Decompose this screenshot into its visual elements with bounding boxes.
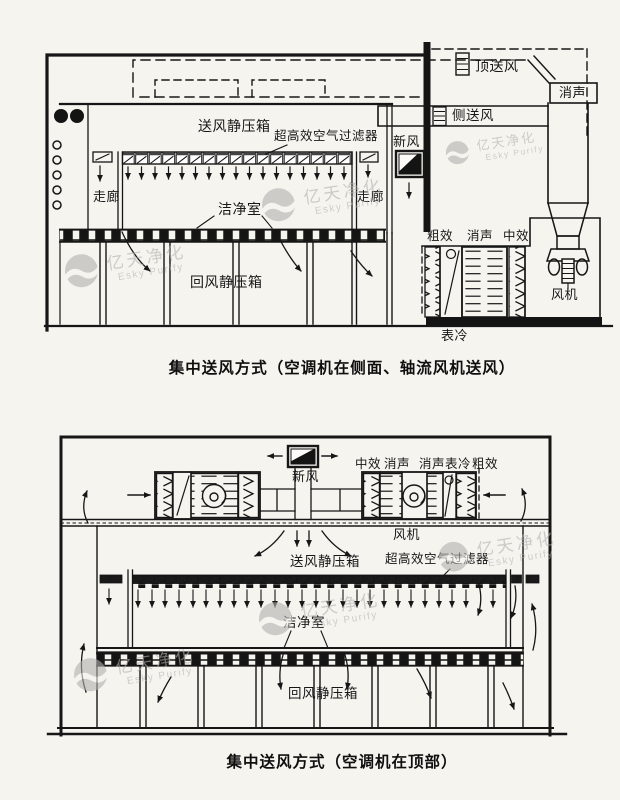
d1-building-shell [43,42,614,332]
d1-machine-room [421,217,602,326]
label-fresh-air-1: 新风 [393,134,421,149]
label-silencer-mid: 消声 [467,229,494,243]
d2-fresh-air-damper-icon [267,444,338,469]
label-surface-cooler-1: 表冷 [441,328,469,343]
label-fresh-air-2: 新风 [292,469,320,484]
label-cleanroom-1: 洁净室 [218,201,262,217]
d1-floor-and-return-plenum [59,228,393,325]
label-silencer-top: 消声 [559,85,587,100]
label-cleanroom-2: 洁净室 [283,615,325,630]
label-coarse-2: 粗效 [472,457,499,471]
d1-top-supply-duct [132,48,588,141]
d1-return-air-arrows [121,231,373,277]
label-hepa-1: 超高效空气过滤器 [274,129,379,143]
label-fan-1: 风机 [551,287,579,302]
label-surface-cooler-2: 表冷 [445,457,472,471]
label-hepa-2: 超高效空气过滤器 [385,552,490,566]
d2-left-ahu [127,471,261,520]
d1-fresh-air-damper-icon [394,149,426,179]
label-top-supply: 顶送风 [475,58,519,74]
label-silencer-right-2: 消声 [419,457,446,471]
caption-diagram1: 集中送风方式（空调机在侧面、轴流风机送风） [168,360,516,377]
d2-return-air-arrows [79,488,537,710]
d1-axial-fan-icon [545,202,591,290]
label-corridor-right: 走廊 [357,189,385,204]
caption-diagram2: 集中送风方式（空调机在顶部） [226,754,458,771]
label-side-supply: 侧送风 [452,108,494,123]
label-return-plenum-2: 回风静压箱 [288,686,358,701]
label-return-plenum-1: 回风静压箱 [190,274,263,290]
d2-cleanroom-arrows [109,589,493,607]
d2-floor-and-return-plenum [96,647,524,729]
d2-right-ahu [361,467,506,522]
label-silencer-left-2: 消声 [384,457,411,471]
d1-cleanroom [92,103,393,234]
label-supply-plenum-2: 送风静压箱 [290,554,360,569]
label-medium-2: 中效 [355,457,382,471]
label-supply-plenum-1: 送风静压箱 [198,118,271,134]
d2-hepa-filter-band [99,568,540,649]
d1-wall-fixtures-icon [52,109,84,210]
label-coarse-1: 粗效 [427,229,454,243]
label-corridor-left: 走廊 [93,189,121,204]
d1-side-supply-duct [377,82,598,204]
d2-supply-plenum-arrows [254,530,352,557]
label-fan-2: 风机 [393,527,421,542]
d2-fresh-air-duct [259,466,363,521]
label-medium-1: 中效 [503,229,530,243]
